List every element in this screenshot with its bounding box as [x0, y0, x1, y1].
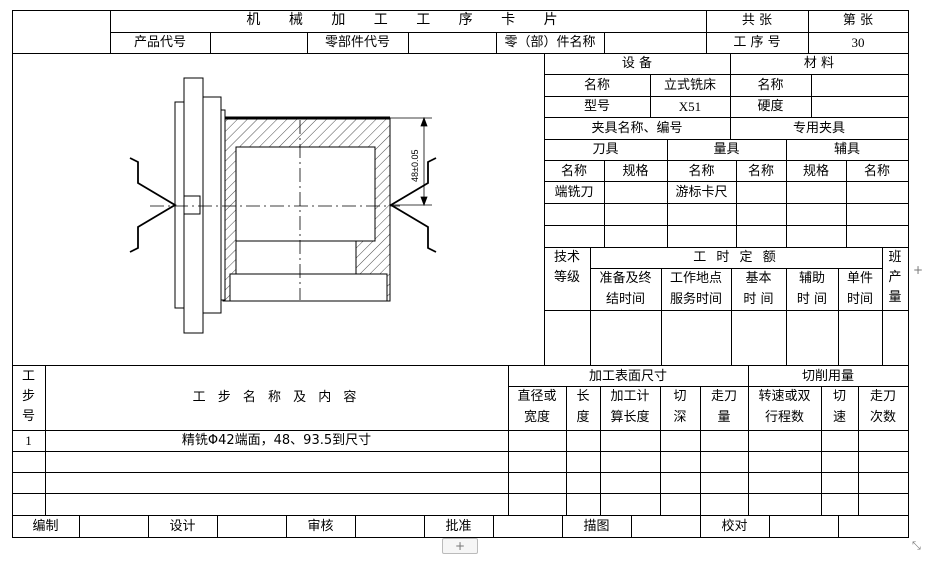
- step-no-header-3: 号: [21, 409, 35, 424]
- basic-time-label-1: 基本: [745, 271, 772, 286]
- material-section-label: 材 料: [803, 56, 835, 71]
- depth-header-1: 切: [673, 389, 687, 404]
- chuck-body: [174, 77, 226, 334]
- part-name-label: 零（部）件名称: [504, 35, 596, 50]
- dimension-line: [390, 116, 432, 207]
- machine-model-value: X51: [678, 99, 702, 114]
- machine-name-value: 立式铣床: [663, 78, 716, 93]
- unit-time-label-2: 时间: [846, 292, 873, 307]
- step-content-header: 工 步 名 称 及 内 容: [192, 390, 361, 405]
- machine-name-label: 名称: [583, 78, 610, 93]
- shift-output-label-3: 量: [888, 290, 902, 305]
- product-code-label: 产品代号: [133, 35, 186, 50]
- time-quota-title: 工 时 定 额: [693, 250, 779, 265]
- pass-count-header-2: 次数: [869, 410, 896, 425]
- total-sheets-label: 共 张: [741, 13, 773, 28]
- tool-name-header: 名称: [560, 164, 587, 179]
- cutting-params-header: 切削用量: [801, 369, 854, 384]
- step-row-number: 1: [25, 433, 32, 448]
- aux-spec-header: 规格: [802, 164, 829, 179]
- gauge-name-header: 名称: [688, 164, 715, 179]
- aux-name-header: 名称: [863, 164, 890, 179]
- equipment-section-label: 设 备: [621, 56, 653, 71]
- process-number-label: 工 序 号: [733, 35, 781, 50]
- footer-proofread-label: 校对: [721, 519, 748, 534]
- left-v-clamp-symbol: [129, 157, 177, 253]
- feed-header-1: 走刀: [710, 389, 737, 404]
- tools-label: 刀具: [592, 142, 619, 157]
- step-no-header-1: 工: [21, 369, 35, 384]
- tech-grade-label-1: 技术: [553, 250, 580, 265]
- plus-icon: +: [454, 539, 466, 553]
- gauge-name-value: 游标卡尺: [675, 185, 728, 200]
- calc-length-header-1: 加工计: [610, 389, 650, 404]
- resize-handle-icon[interactable]: ⤡: [912, 539, 921, 552]
- gauges-label: 量具: [713, 142, 740, 157]
- step-no-header-2: 步: [21, 389, 35, 404]
- cut-speed-header-1: 切: [832, 389, 846, 404]
- footer-approve-label: 批准: [445, 519, 472, 534]
- length-header-2: 度: [576, 410, 590, 425]
- sheet-number-label: 第 张: [842, 13, 874, 28]
- diameter-header-2: 宽度: [523, 410, 550, 425]
- material-name-label: 名称: [757, 78, 784, 93]
- machine-model-label: 型号: [583, 99, 610, 114]
- length-header-1: 长: [576, 389, 590, 404]
- shift-output-label-1: 班: [888, 250, 902, 265]
- process-number-value: 30: [851, 35, 865, 50]
- aux-time-label-1: 辅助: [798, 271, 825, 286]
- unit-time-label-1: 单件: [846, 271, 873, 286]
- prep-time-label-2: 结时间: [605, 292, 645, 307]
- card-title: 机 械 加 工 工 序 卡 片: [246, 12, 570, 28]
- cut-speed-header-2: 速: [832, 410, 846, 425]
- hardness-label: 硬度: [757, 99, 784, 114]
- depth-header-2: 深: [673, 410, 687, 425]
- tech-grade-label-2: 等级: [553, 270, 580, 285]
- shift-output-label-2: 产: [888, 270, 902, 285]
- plus-icon: +: [912, 263, 924, 277]
- center-lines: [150, 120, 400, 300]
- diameter-header-1: 直径或: [517, 389, 557, 404]
- site-time-label-2: 服务时间: [669, 292, 722, 307]
- part-section: [222, 116, 391, 302]
- aux-tools-label: 辅具: [833, 142, 860, 157]
- gauge-spec-header: 名称: [747, 164, 774, 179]
- site-time-label-1: 工作地点: [669, 271, 722, 286]
- tool-name-value: 端铣刀: [554, 185, 594, 200]
- tool-spec-header: 规格: [622, 164, 649, 179]
- fixture-value: 专用夹具: [792, 121, 845, 136]
- footer-trace-label: 描图: [583, 519, 610, 534]
- rpm-header-2: 行程数: [764, 410, 804, 425]
- prep-time-label-1: 准备及终: [599, 271, 652, 286]
- aux-time-label-2: 时 间: [796, 292, 828, 307]
- dimension-label: 48±0.05: [410, 150, 420, 182]
- footer-review-label: 审核: [307, 519, 334, 534]
- calc-length-header-2: 算长度: [610, 410, 650, 425]
- add-column-button[interactable]: +: [912, 262, 924, 278]
- footer-compile-label: 编制: [32, 519, 59, 534]
- add-sheet-button[interactable]: +: [442, 538, 478, 554]
- part-code-label: 零部件代号: [324, 35, 390, 50]
- fixture-label: 夹具名称、编号: [591, 121, 683, 136]
- rpm-header-1: 转速或双: [758, 389, 811, 404]
- surface-dims-header: 加工表面尺寸: [588, 369, 667, 384]
- basic-time-label-2: 时 间: [743, 292, 774, 307]
- feed-header-2: 量: [717, 410, 731, 425]
- footer-design-label: 设计: [169, 519, 196, 534]
- step-row-content: 精铣Φ42端面，48、93.5到尺寸: [181, 433, 372, 448]
- pass-count-header-1: 走刀: [869, 389, 896, 404]
